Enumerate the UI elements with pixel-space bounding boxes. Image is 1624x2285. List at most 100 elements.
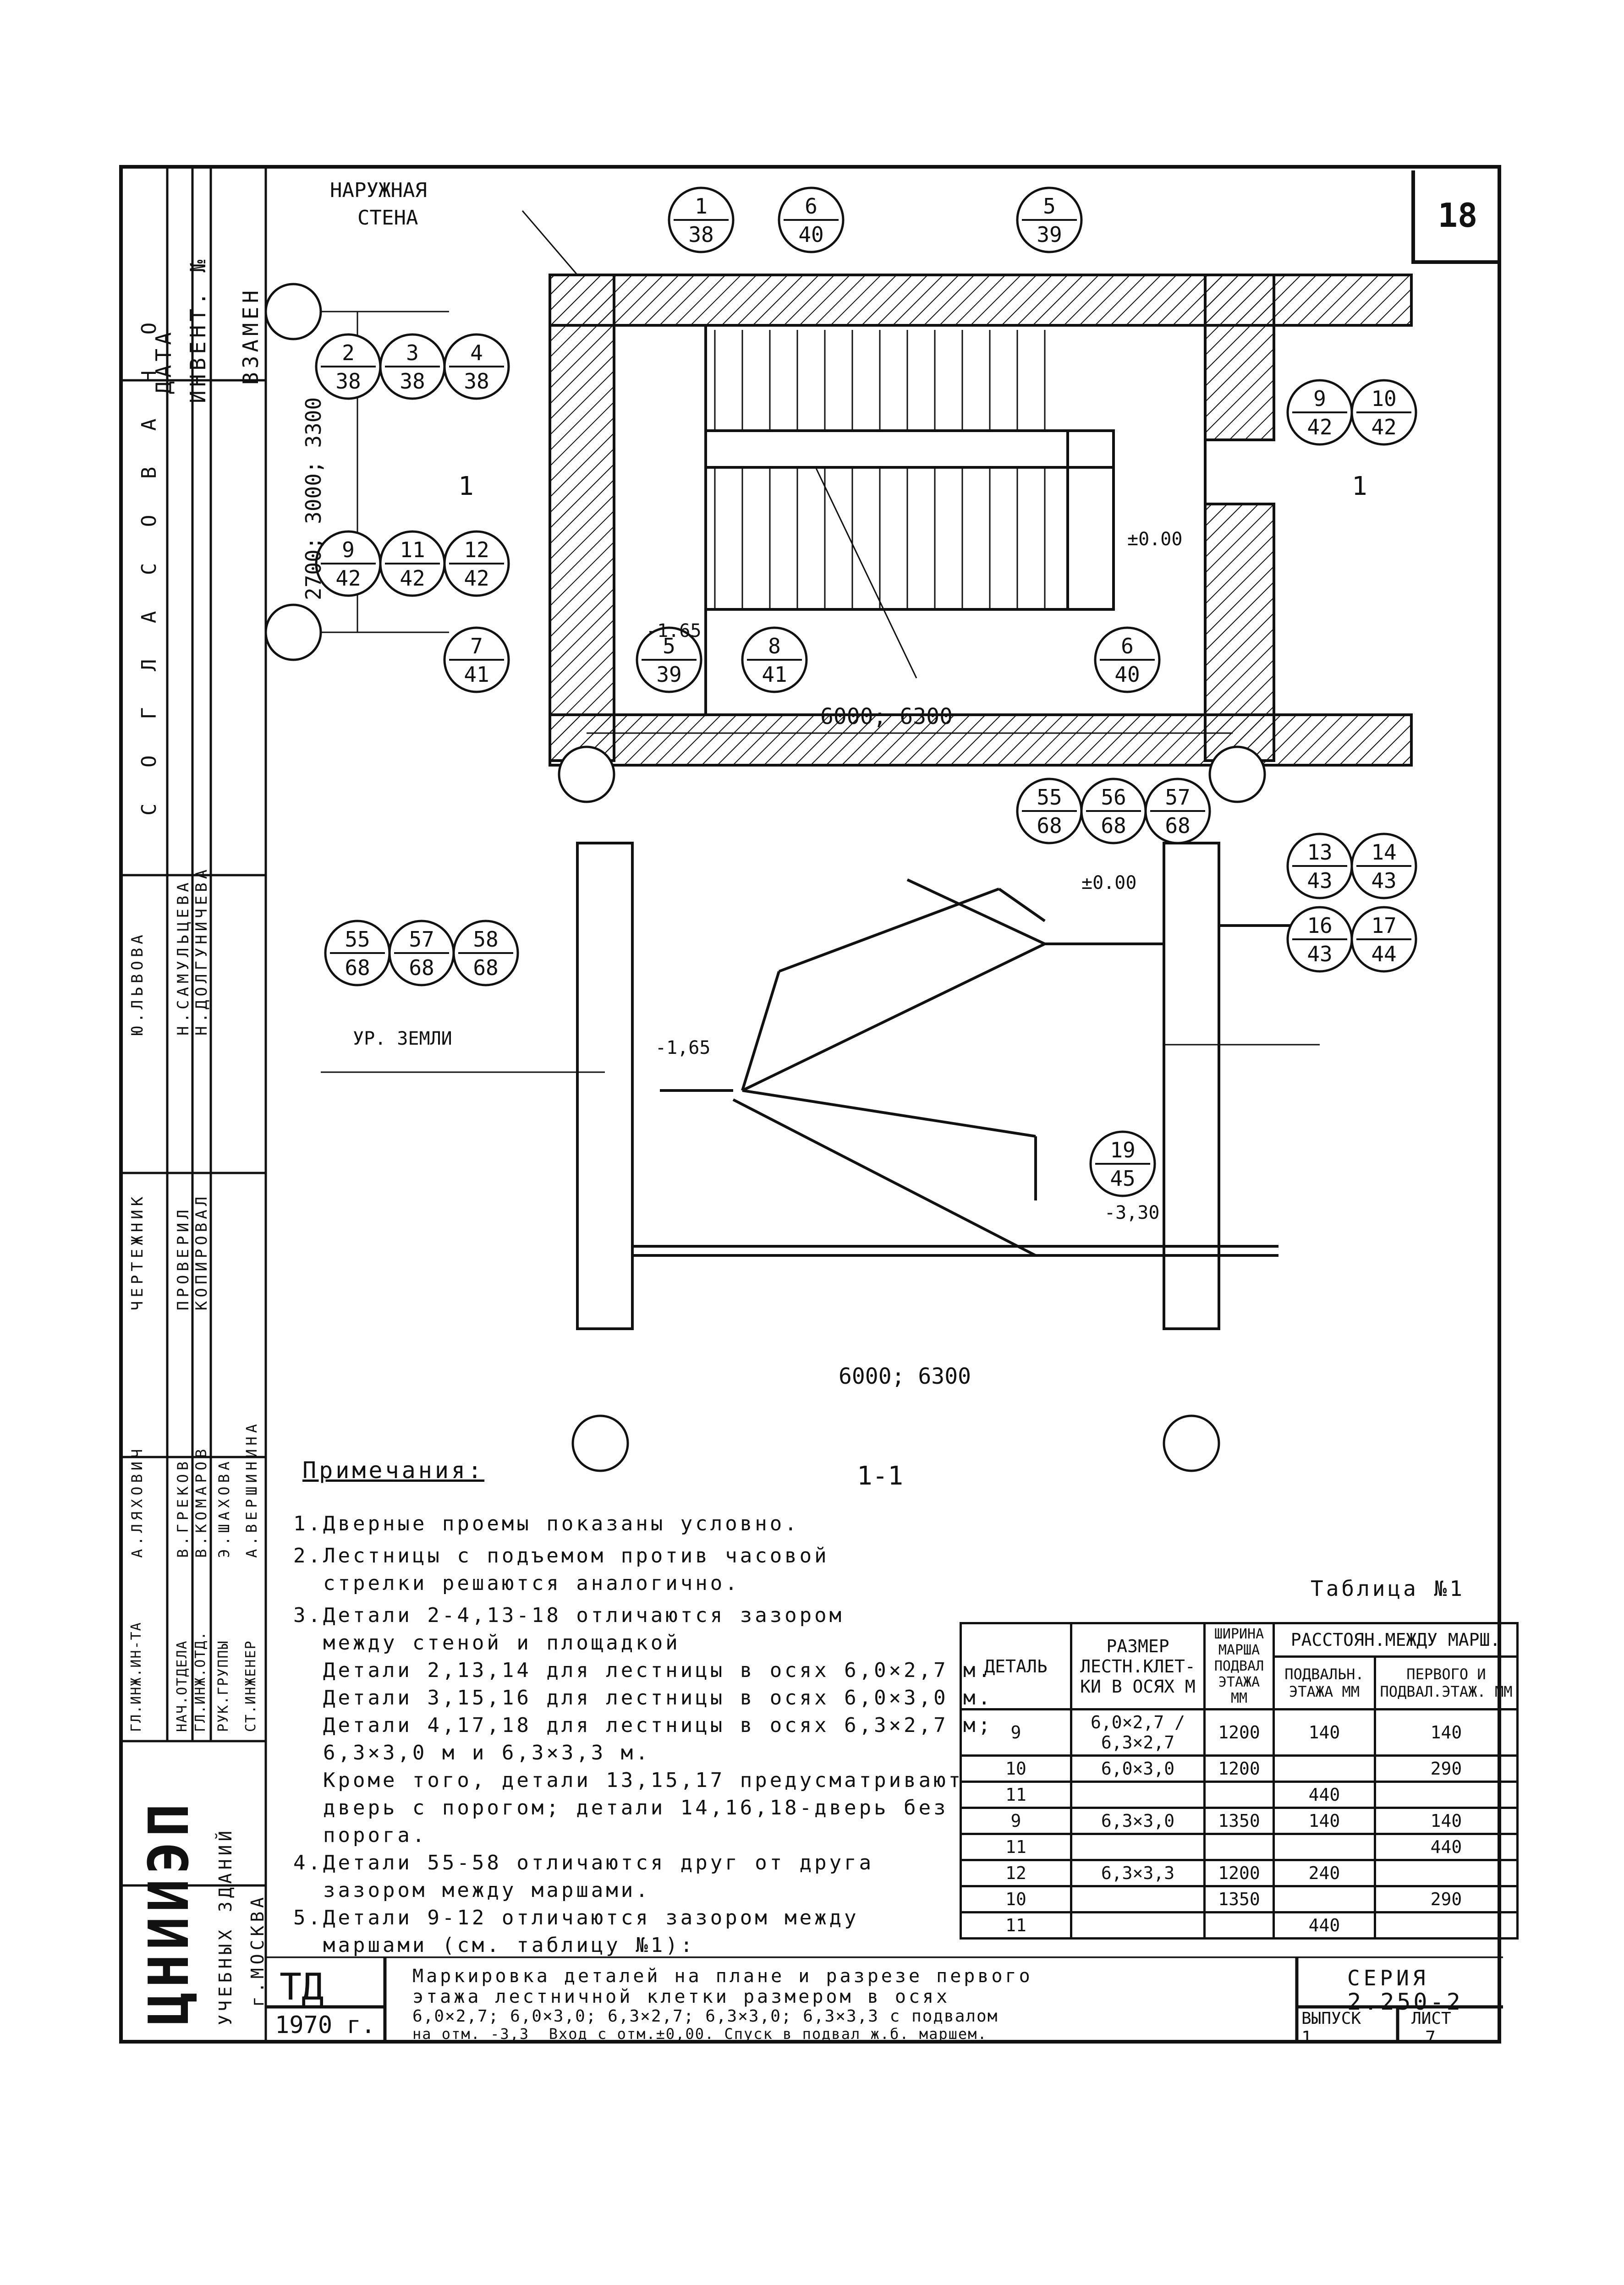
callout-top: 9 — [342, 537, 355, 562]
section-dim-horizontal: 6000; 6300 — [839, 1364, 971, 1389]
callout-top: 14 — [1371, 840, 1396, 865]
callout-top: 55 — [1037, 785, 1062, 810]
callout-top: 4 — [470, 340, 483, 365]
callout-bottom: 39 — [1037, 222, 1062, 247]
title-line-3: 6,0×2,7; 6,0×3,0; 6,3×2,7; 6,3×3,0; 6,3×… — [412, 2007, 999, 2026]
stamp-replace-header: ВЗАМЕН — [238, 286, 263, 385]
callout-top: 57 — [1165, 785, 1190, 810]
side-stamp-lines — [119, 165, 267, 2044]
callout-top: 16 — [1307, 913, 1332, 938]
callout-top: 8 — [768, 634, 781, 658]
sheet-number: 18 — [1411, 170, 1500, 264]
plan-section-mark-left: 1 — [458, 471, 474, 501]
callout-bottom: 38 — [335, 369, 361, 394]
callout-bottom: 38 — [400, 369, 425, 394]
callout-top: 56 — [1101, 785, 1126, 810]
note-line-15: 5.Детали 9-12 отличаются зазором между — [293, 1906, 859, 1929]
callout-bottom: 41 — [464, 662, 489, 687]
callout-bottom: 45 — [1110, 1166, 1135, 1191]
stamp-role-dept-chief-eng: ГЛ.ИНЖ.ОТД. — [192, 1631, 208, 1732]
outer-wall-label-2: СТЕНА — [357, 206, 418, 230]
stamp-role-checked: ПРОВЕРИЛ — [174, 1206, 192, 1310]
note-line-4: 3.Детали 2-4,13-18 отличаются зазором — [293, 1604, 845, 1627]
td-mark: ТД — [280, 1966, 324, 2008]
callout-top: 3 — [406, 340, 419, 365]
stamp-role-draftsman: ЧЕРТЕЖНИК — [128, 1193, 147, 1310]
org-sub-1: УЧЕБНЫХ ЗДАНИЙ — [215, 1827, 236, 2025]
note-line-1: 1.Дверные проемы показаны условно. — [293, 1512, 800, 1535]
callout-bottom: 68 — [1101, 813, 1126, 838]
title-year: 1970 г. — [275, 2011, 376, 2039]
series-value: 2.250-2 — [1347, 1989, 1463, 2015]
sheet-value: 7 — [1425, 2027, 1436, 2048]
note-line-2: 2.Лестницы с подъемом против часовой — [293, 1544, 829, 1567]
note-line-9: 6,3×3,0 м и 6,3×3,3 м. — [293, 1741, 651, 1764]
plan-dim-vertical: 2700; 3000; 3300 — [301, 397, 326, 600]
note-line-3: стрелки решаются аналогично. — [293, 1572, 740, 1595]
callout-bottom: 44 — [1371, 942, 1396, 966]
title-line-2: этажа лестничной клетки размером в осях — [412, 1986, 950, 2007]
callout-top: 57 — [409, 927, 434, 952]
plan-dim-horizontal: 6000; 6300 — [820, 704, 953, 729]
callout-bottom: 68 — [345, 955, 370, 980]
title-block-lines — [266, 1956, 1503, 2044]
section-title: 1-1 — [857, 1461, 903, 1491]
notes-heading: Примечания: — [302, 1457, 485, 1484]
callout-bottom: 42 — [1371, 415, 1396, 439]
note-line-8: Детали 4,17,18 для лестницы в осях 6,3×2… — [293, 1714, 993, 1737]
callout-top: 5 — [663, 634, 675, 658]
outer-wall-label-1: НАРУЖНАЯ — [330, 179, 427, 202]
note-line-10: Кроме того, детали 13,15,17 предусматрив… — [293, 1769, 964, 1792]
table1-caption: Таблица №1 — [1311, 1576, 1465, 1601]
callout-bottom: 42 — [335, 566, 361, 591]
callout-bottom: 38 — [464, 369, 489, 394]
callout-top: 5 — [1043, 194, 1056, 219]
title-line-1: Маркировка деталей на плане и разрезе пе… — [412, 1966, 1033, 1987]
stamp-inventory-header: ИНВЕНТ. № — [186, 256, 210, 403]
callout-top: 11 — [400, 537, 425, 562]
section-elev-basement: -3,30 — [1104, 1202, 1159, 1223]
callout-top: 2 — [342, 340, 355, 365]
stamp-agreed: С О Г Л А С О В А Н О — [137, 310, 161, 816]
callout-bottom: 42 — [400, 566, 425, 591]
th-gap: РАССТОЯН.МЕЖДУ МАРШ. — [1273, 1622, 1519, 1658]
th-detail: ДЕТАЛЬ — [960, 1622, 1072, 1710]
stamp-role-group-head: РУК.ГРУППЫ — [215, 1640, 231, 1732]
callout-top: 58 — [473, 927, 498, 952]
org-sub-2: г.МОСКВА — [247, 1893, 268, 2007]
callout-bottom: 42 — [1307, 415, 1332, 439]
drawing-frame — [119, 165, 1501, 2044]
callout-top: 12 — [464, 537, 489, 562]
callout-bottom: 41 — [762, 662, 787, 687]
callout-bottom: 38 — [688, 222, 713, 247]
stamp-name-komarov: В.КОМАРОВ — [192, 1445, 210, 1558]
stamp-role-dept-head: НАЧ.ОТДЕЛА — [174, 1640, 190, 1732]
callout-bottom: 68 — [1165, 813, 1190, 838]
callout-bottom: 68 — [409, 955, 434, 980]
callout-bottom: 40 — [798, 222, 823, 247]
stamp-name-2: Н.САМУЛЬЦЕВА — [174, 879, 192, 1036]
stamp-name-1: Ю.ЛЬВОВА — [128, 931, 147, 1036]
stamp-name-shakhova: Э.ШАХОВА — [215, 1458, 233, 1558]
callout-top: 19 — [1110, 1138, 1135, 1162]
callout-top: 7 — [470, 634, 483, 658]
issue-value: 1 — [1301, 2027, 1312, 2048]
note-line-13: 4.Детали 55-58 отличаются друг от друга — [293, 1851, 874, 1874]
callout-bottom: 43 — [1307, 942, 1332, 966]
ground-level-label: УР. ЗЕМЛИ — [353, 1028, 452, 1049]
callout-bottom: 68 — [473, 955, 498, 980]
callout-bottom: 43 — [1307, 868, 1332, 893]
org-logo: ЦНИИЭП — [137, 1799, 201, 2025]
callout-top: 17 — [1371, 913, 1396, 938]
